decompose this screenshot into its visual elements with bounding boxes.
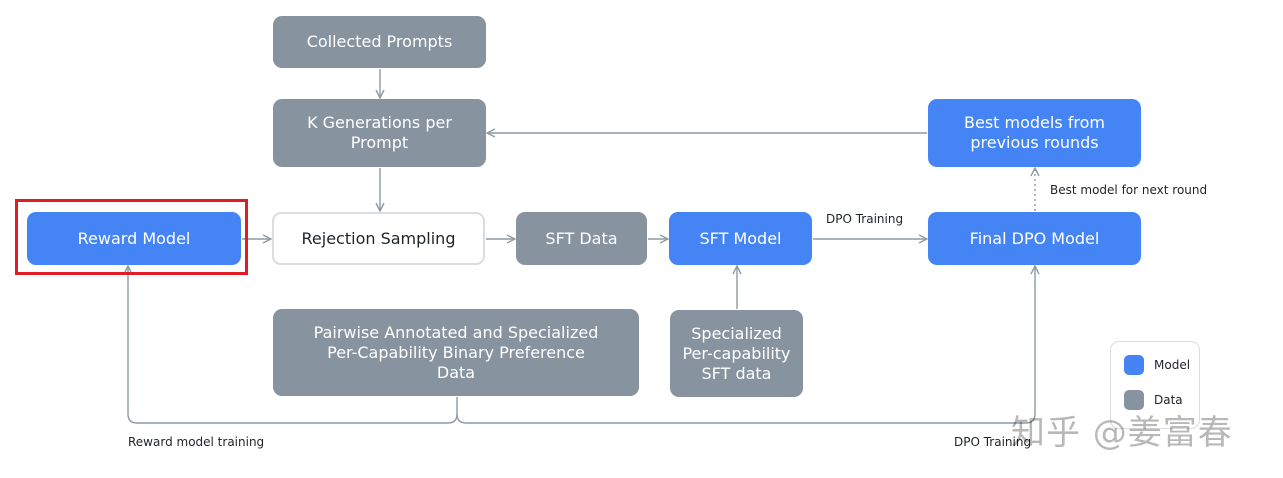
edge-pairwise-to-reward — [128, 266, 458, 424]
edge-pairwise-to-dpo — [456, 266, 1035, 424]
best-models-node: Best models from previous rounds — [928, 99, 1141, 167]
legend: Model Data — [1110, 341, 1200, 429]
legend-data-label: Data — [1154, 393, 1183, 407]
legend-model-label: Model — [1154, 358, 1191, 372]
final-dpo-model-node: Final DPO Model — [928, 212, 1141, 265]
legend-model-swatch — [1124, 355, 1144, 375]
legend-data-swatch — [1124, 390, 1144, 410]
k-generations-node: K Generations per Prompt — [273, 99, 486, 167]
dpo-training-label-top: DPO Training — [826, 212, 904, 226]
reward-model-node: Reward Model — [27, 212, 241, 265]
pairwise-preference-data-node: Pairwise Annotated and Specialized Per-C… — [273, 309, 639, 396]
sft-data-node: SFT Data — [516, 212, 647, 265]
sft-model-node: SFT Model — [669, 212, 812, 265]
legend-model-row: Model — [1124, 355, 1190, 375]
reward-model-highlight — [15, 199, 248, 275]
best-model-next-round-label: Best model for next round — [1050, 183, 1208, 197]
rejection-sampling-node: Rejection Sampling — [272, 212, 485, 265]
reward-model-training-label: Reward model training — [128, 435, 265, 449]
collected-prompts-node: Collected Prompts — [273, 16, 486, 68]
watermark: 知乎 @姜富春 — [1011, 413, 1233, 453]
dpo-training-label-bottom: DPO Training — [954, 435, 1032, 449]
legend-data-row: Data — [1124, 390, 1183, 410]
specialized-sft-data-node: Specialized Per-capability SFT data — [670, 310, 803, 397]
